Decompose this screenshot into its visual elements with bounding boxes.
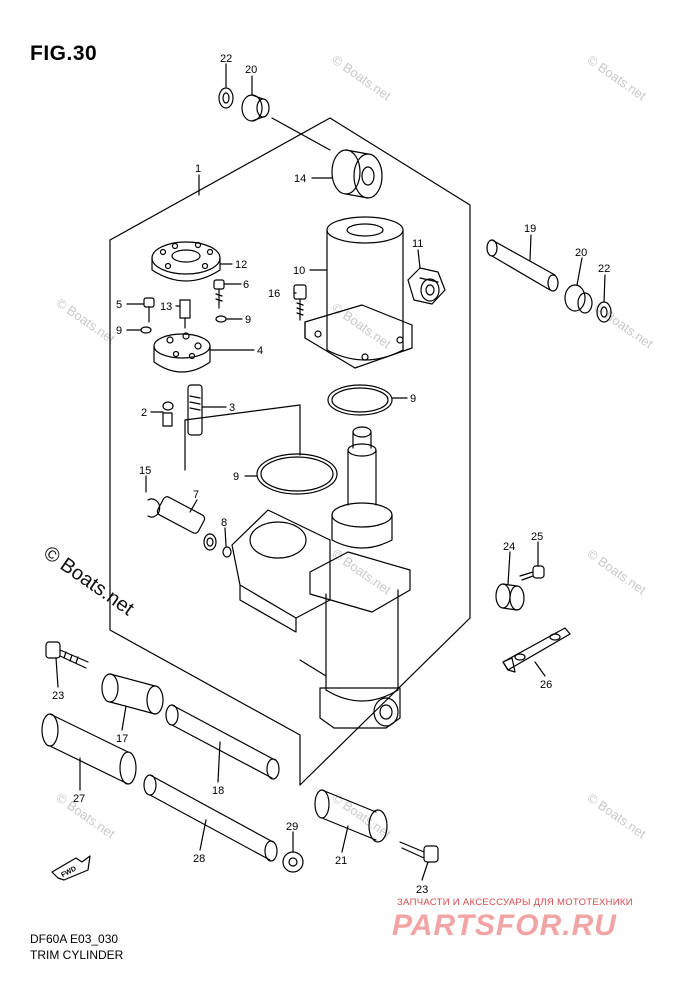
washer-part-29 (282, 851, 304, 873)
callout-25: 25 (531, 531, 543, 543)
valve-body-part-4 (153, 332, 211, 373)
anode-part-26 (502, 627, 571, 673)
bushing-part-20 (564, 284, 586, 312)
figure-title: FIG.30 (30, 42, 98, 65)
valve-part-3 (187, 384, 203, 436)
callout-2: 2 (141, 407, 147, 419)
washer-part-22 (218, 87, 234, 109)
callout-5: 5 (116, 299, 122, 311)
valve-part-13 (179, 299, 191, 329)
callout-13: 13 (160, 301, 172, 313)
o-ring-part-9 (256, 453, 338, 495)
callout-3: 3 (229, 402, 235, 414)
callout-20: 20 (245, 64, 257, 76)
callout-9: 9 (116, 325, 122, 337)
callout-6: 6 (243, 279, 249, 291)
bolt-part-25 (519, 565, 545, 581)
callout-19: 19 (524, 223, 536, 235)
figure-code: DF60A E03_030 (30, 932, 119, 946)
screw-part-16 (293, 284, 307, 321)
bushing-part-20 (577, 292, 593, 314)
callout-20: 20 (575, 247, 587, 259)
callout-10: 10 (293, 265, 305, 277)
assembly-boundary (109, 239, 301, 786)
pin-part-28 (143, 774, 278, 862)
callout-8: 8 (221, 517, 227, 529)
circlip-part-15 (147, 498, 161, 518)
washer-part-29 (288, 857, 298, 867)
pin-part-19 (486, 239, 559, 292)
piston-rod (347, 426, 377, 506)
callout-28: 28 (193, 853, 205, 865)
clip-part-2 (162, 401, 174, 427)
callout-18: 18 (212, 785, 224, 797)
o-ring-part-9 (331, 387, 389, 413)
callout-9: 9 (410, 393, 416, 405)
callout-29: 29 (286, 821, 298, 833)
callout-9: 9 (245, 314, 251, 326)
brand-logo: PARTSFOR.RU (392, 909, 617, 942)
callout-11: 11 (412, 238, 423, 250)
pin-part-18 (165, 704, 280, 780)
assembly-boundary (184, 404, 301, 471)
sleeve-part-17 (101, 673, 164, 715)
bolt-part-5 (143, 297, 155, 323)
o-ring-part-9 (260, 456, 334, 492)
cap-part-12 (151, 241, 221, 282)
fwd-arrow-icon (51, 855, 91, 881)
callout-22: 22 (598, 263, 610, 275)
collar-part-21 (314, 789, 388, 843)
callout-17: 17 (116, 733, 128, 745)
bushing-part-20 (256, 98, 270, 118)
plug-part-8 (222, 546, 232, 558)
callout-23: 23 (416, 884, 428, 896)
callout-16: 16 (268, 288, 280, 300)
bush-part-14 (331, 149, 383, 199)
bush-part-24 (495, 583, 525, 611)
assembly-boundary (109, 117, 471, 619)
bushing-part-20 (241, 94, 263, 122)
callout-22: 22 (220, 53, 232, 65)
callout-1: 1 (195, 163, 201, 175)
callout-23: 23 (52, 690, 64, 702)
washer-part-22 (600, 306, 608, 318)
bolt-part-23 (45, 641, 89, 669)
callout-4: 4 (257, 345, 263, 357)
callout-12: 12 (235, 259, 247, 271)
figure-name: TRIM CYLINDER (30, 948, 124, 962)
o-ring-part-9 (215, 315, 227, 323)
callout-24: 24 (503, 541, 515, 553)
callout-14: 14 (294, 173, 306, 185)
callout-21: 21 (335, 855, 347, 867)
callout-27: 27 (73, 793, 85, 805)
callout-7: 7 (193, 489, 199, 501)
brand-tagline: ЗАПЧАСТИ И АКСЕССУАРЫ ДЛЯ МОТОТЕХНИКИ (397, 897, 633, 908)
bolt-part-6 (213, 279, 225, 309)
bolt-part-23 (399, 841, 439, 863)
callout-9: 9 (233, 471, 239, 483)
cylinder-body (231, 502, 411, 729)
callout-15: 15 (139, 465, 151, 477)
callout-26: 26 (540, 679, 552, 691)
valve-part-7 (156, 496, 217, 551)
washer-part-22 (222, 92, 230, 104)
assembly-boundary (299, 617, 471, 786)
o-ring-part-9 (327, 384, 393, 416)
motor-part-10 (304, 216, 413, 369)
fitting-part-11 (407, 267, 446, 305)
sleeve-part-27 (41, 713, 137, 785)
o-ring-part-9 (140, 326, 152, 334)
washer-part-22 (596, 301, 612, 323)
